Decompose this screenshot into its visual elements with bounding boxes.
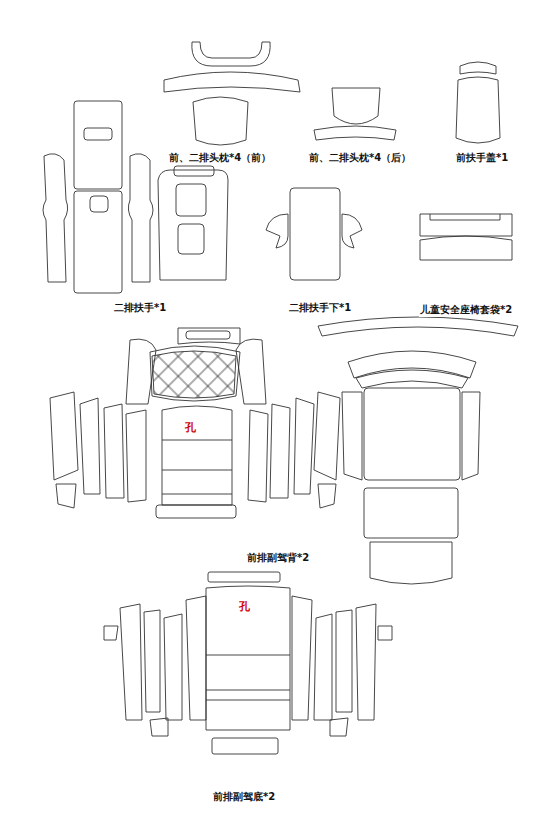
part-label: 前排副驾底*2 <box>212 790 276 804</box>
hole-mark: 孔 <box>238 599 251 614</box>
part-label: 前、二排头枕*4（后） <box>308 151 412 165</box>
part-label: 儿童安全座椅套袋*2 <box>419 303 513 317</box>
part-label: 二排扶手下*1 <box>288 301 352 315</box>
part-label: 前排副驾背*2 <box>246 551 310 565</box>
hole-mark: 孔 <box>184 420 197 435</box>
part-label: 前、二排头枕*4（前） <box>168 151 272 165</box>
part-label: 前扶手盖*1 <box>455 151 509 165</box>
part-label: 二排扶手*1 <box>113 301 167 315</box>
